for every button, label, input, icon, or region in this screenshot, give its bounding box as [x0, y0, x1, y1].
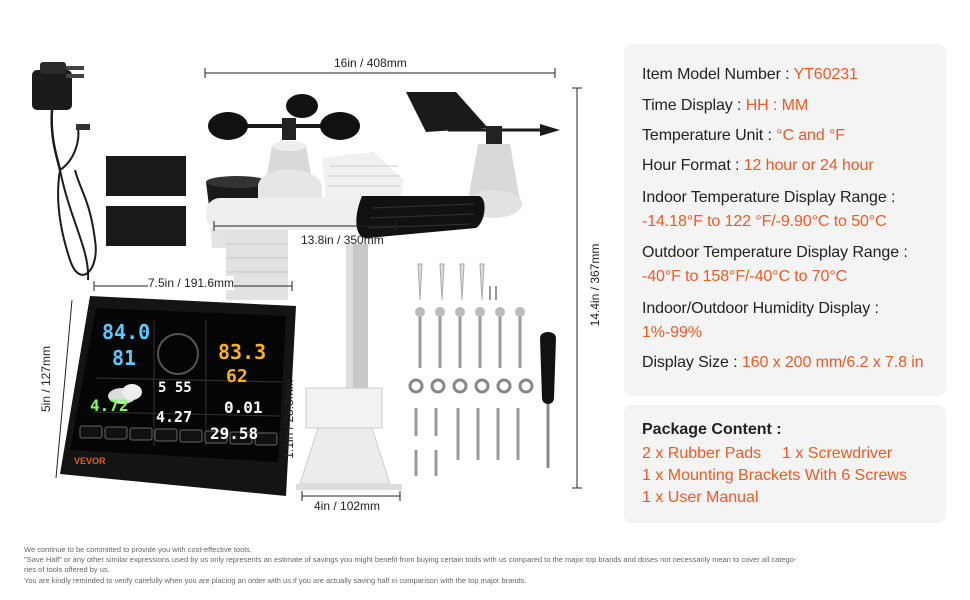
disclaimer-line-1: We continue to be committed to provide y…	[24, 545, 252, 554]
disclaimer-line-4: You are kindly reminded to verify carefu…	[24, 576, 527, 585]
console-indoor-temp: 84.0	[102, 320, 151, 344]
spec-indoor-label: Indoor Temperature Display Range :	[642, 189, 896, 206]
spec-indoor-value: -14.18°F to 122 °F/-9.90°C to 50°C	[642, 213, 887, 230]
spec-size-value: 160 x 200 mm/6.2 x 7.8 in	[741, 354, 924, 371]
spec-temp-unit-value: °C and °F	[776, 127, 845, 144]
console-wind: 4.27	[156, 408, 193, 426]
product-illustration	[32, 62, 582, 501]
sensor-housing-icon	[206, 152, 406, 300]
console-outdoor-temp: 83.3	[218, 340, 267, 364]
rubber-pad-icon	[106, 156, 186, 196]
console-clock: 5 55	[158, 380, 192, 396]
dim-console-depth: 1.1in / 28.8mm	[282, 379, 296, 459]
dim-height: 14.4in / 367mm	[588, 243, 602, 327]
spec-model-value: YT60231	[793, 66, 858, 83]
spec-model: Item Model Number : YT60231	[642, 66, 858, 84]
console-body	[60, 296, 296, 496]
screws-icon	[408, 263, 534, 476]
spec-humidity-value: 1%-99%	[642, 324, 702, 341]
spec-time-label: Time Display :	[642, 97, 746, 114]
dim-base-width: 4in / 102mm	[314, 499, 381, 513]
console-rain: 0.01	[224, 398, 263, 417]
spec-hour-value: 12 hour or 24 hour	[743, 157, 874, 174]
console-uv: 4.72	[90, 396, 129, 415]
package-item-rubber-pads: 2 x Rubber Pads	[642, 445, 762, 462]
package-title: Package Content :	[642, 421, 782, 438]
spec-outdoor-value: -40°F to 158°F/-40°C to 70°C	[642, 268, 848, 285]
disclaimer-line-2: "Save Half" or any other similar express…	[24, 555, 797, 564]
console-brand: VEVOR	[74, 456, 106, 466]
spec-temp-unit-label: Temperature Unit :	[642, 127, 777, 144]
spec-time-value: HH : MM	[745, 97, 809, 114]
power-adapter-icon	[32, 62, 97, 281]
dim-width-top: 16in / 408mm	[334, 56, 407, 70]
dim-console-height: 5in / 127mm	[39, 345, 53, 413]
spec-size: Display Size : 160 x 200 mm/6.2 x 7.8 in	[642, 354, 924, 372]
weather-console: 84.0 81 5 55 83.3 62 4.72 4.27 0.01 29.5…	[60, 296, 296, 496]
spec-card: Item Model Number : YT60231 Time Display…	[624, 44, 946, 396]
console-pressure: 29.58	[210, 424, 259, 443]
package-item-brackets: 1 x Mounting Brackets With 6 Screws	[642, 467, 907, 484]
spec-humidity-label: Indoor/Outdoor Humidity Display :	[642, 300, 879, 317]
rubber-pad-icon	[106, 206, 186, 246]
spec-hour-label: Hour Format :	[642, 157, 744, 174]
spec-hour: Hour Format : 12 hour or 24 hour	[642, 157, 874, 175]
mounting-pole-icon	[296, 244, 402, 490]
spec-temp-unit: Temperature Unit : °C and °F	[642, 127, 845, 145]
spec-model-label: Item Model Number :	[642, 66, 794, 83]
spec-size-label: Display Size :	[642, 354, 742, 371]
dim-console-width: 7.5in / 191.6mm	[148, 276, 235, 290]
package-item-screwdriver: 1 x Screwdriver	[782, 445, 893, 462]
package-card: Package Content : 2 x Rubber Pads 1 x Sc…	[624, 405, 946, 523]
package-item-manual: 1 x User Manual	[642, 489, 759, 506]
disclaimer-line-3: ries of tools offered by us.	[24, 565, 110, 574]
spec-time: Time Display : HH : MM	[642, 97, 808, 115]
console-indoor-humidity: 81	[112, 346, 137, 370]
spec-outdoor-label: Outdoor Temperature Display Range :	[642, 244, 908, 261]
screwdriver-icon	[540, 332, 556, 468]
dim-solar-width: 13.8in / 350mm	[301, 233, 384, 247]
console-outdoor-humidity: 62	[226, 366, 248, 387]
solar-panel-icon	[356, 196, 485, 239]
